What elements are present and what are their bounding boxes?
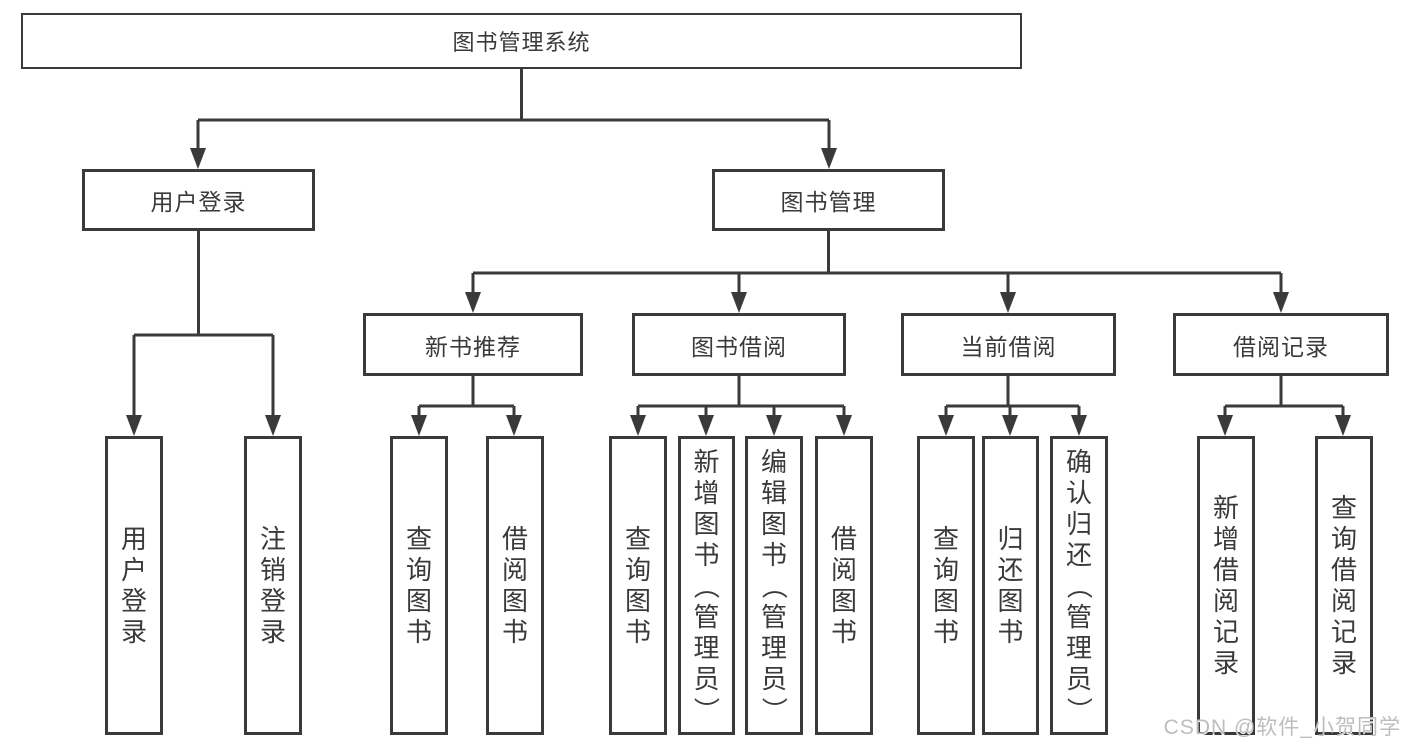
node-user-login: 用户登录 — [82, 169, 315, 231]
csdn-watermark: CSDN @软件_小贺同学 — [1163, 716, 1401, 739]
node-label: 查询图书 — [932, 524, 959, 647]
connector-recommend-children — [411, 376, 522, 436]
leaf-recommend-query-books: 查询图书 — [390, 436, 448, 735]
leaf-borrow-borrow-books: 借阅图书 — [815, 436, 873, 735]
node-label: 查询借阅记录 — [1330, 493, 1357, 678]
leaf-borrow-query-books: 查询图书 — [609, 436, 667, 735]
node-label: 确认归还（管理员） — [1063, 446, 1094, 723]
connector-book-to-modules — [465, 231, 1289, 313]
leaf-borrow-edit-books-admin: 编辑图书（管理员） — [745, 436, 803, 735]
node-label: 归还图书 — [997, 524, 1024, 647]
node-root-system: 图书管理系统 — [21, 13, 1022, 69]
node-label: 用户登录 — [120, 524, 147, 647]
node-label: 借阅图书 — [830, 524, 857, 647]
connector-root-to-level2 — [190, 69, 837, 169]
node-label: 查询图书 — [405, 524, 432, 647]
leaf-current-query-books: 查询图书 — [917, 436, 975, 735]
leaf-records-add-record: 新增借阅记录 — [1197, 436, 1255, 735]
node-label: 图书管理系统 — [452, 30, 591, 55]
connector-borrow-children — [630, 376, 852, 436]
connector-current-children — [938, 376, 1087, 436]
node-label: 注销登录 — [259, 524, 286, 647]
node-label: 当前借阅 — [960, 333, 1057, 360]
node-label: 借阅图书 — [501, 524, 528, 647]
node-label: 借阅记录 — [1233, 333, 1329, 360]
leaf-current-confirm-return-admin: 确认归还（管理员） — [1050, 436, 1108, 735]
leaf-records-query-record: 查询借阅记录 — [1315, 436, 1373, 735]
leaf-recommend-borrow-books: 借阅图书 — [486, 436, 544, 735]
leaf-current-return-books: 归还图书 — [982, 436, 1039, 735]
node-book-borrow: 图书借阅 — [632, 313, 846, 376]
connector-records-children — [1217, 376, 1351, 436]
node-label: 查询图书 — [624, 524, 651, 647]
node-label: 图书借阅 — [691, 333, 787, 360]
node-borrow-records: 借阅记录 — [1173, 313, 1389, 376]
leaf-borrow-add-books-admin: 新增图书（管理员） — [678, 436, 735, 735]
node-label: 新增借阅记录 — [1212, 493, 1239, 678]
node-label: 新增图书（管理员） — [691, 446, 722, 723]
leaf-logout: 注销登录 — [244, 436, 302, 735]
node-label: 编辑图书（管理员） — [758, 446, 789, 723]
connector-user-branch — [126, 231, 281, 436]
node-label: 新书推荐 — [425, 333, 521, 360]
node-new-book-recommend: 新书推荐 — [363, 313, 583, 376]
node-label: 用户登录 — [150, 189, 247, 215]
node-label: 图书管理 — [780, 189, 877, 215]
node-current-borrow: 当前借阅 — [901, 313, 1116, 376]
leaf-user-login: 用户登录 — [105, 436, 163, 735]
node-book-management: 图书管理 — [712, 169, 945, 231]
